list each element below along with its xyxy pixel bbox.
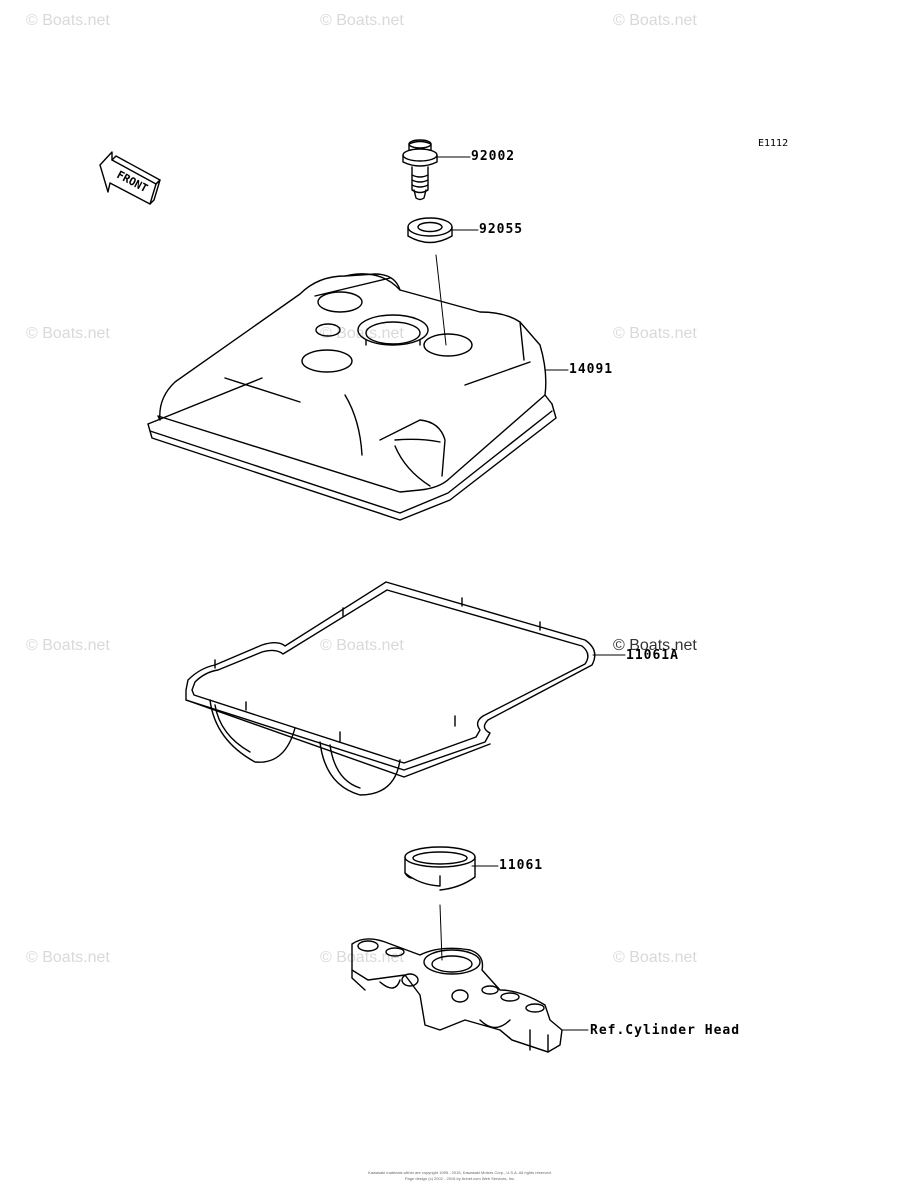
watermark: © Boats.net	[320, 637, 404, 654]
watermark: © Boats.net	[320, 949, 404, 966]
copyright-footer: Kawasaki materials within are copyright …	[330, 1170, 590, 1182]
watermark: © Boats.net	[613, 637, 697, 654]
seal-11061	[404, 846, 476, 891]
part-label-92055[interactable]: 92055	[479, 222, 524, 237]
grommet-92055	[407, 217, 453, 244]
diagram-code: E1112	[758, 138, 789, 149]
watermark: © Boats.net	[613, 949, 697, 966]
watermark: © Boats.net	[613, 12, 697, 29]
watermark: © Boats.net	[26, 949, 110, 966]
watermark: © Boats.net	[320, 12, 404, 29]
cylinder-head-ref	[351, 938, 563, 1053]
watermark: © Boats.net	[320, 325, 404, 342]
gasket-11061A	[185, 581, 596, 796]
front-arrow-icon: FRONT	[99, 151, 161, 205]
footer-line-1: Kawasaki materials within are copyright …	[368, 1170, 552, 1175]
cylinder-head-cover-14091	[147, 273, 557, 521]
part-label-92002[interactable]: 92002	[471, 149, 516, 164]
bolt-92002	[402, 139, 438, 201]
part-label-11061A[interactable]: 11061A	[626, 648, 679, 663]
footer-line-2: Page design (c) 2002 - 2015 by Arinet.co…	[404, 1176, 516, 1181]
watermark: © Boats.net	[26, 325, 110, 342]
watermark: © Boats.net	[613, 325, 697, 342]
ref-cylinder-head-label: Ref.Cylinder Head	[590, 1023, 741, 1038]
leader-lines	[436, 156, 626, 1031]
watermark: © Boats.net	[26, 12, 110, 29]
part-label-14091[interactable]: 14091	[569, 362, 614, 377]
watermark: © Boats.net	[26, 637, 110, 654]
part-label-11061[interactable]: 11061	[499, 858, 544, 873]
